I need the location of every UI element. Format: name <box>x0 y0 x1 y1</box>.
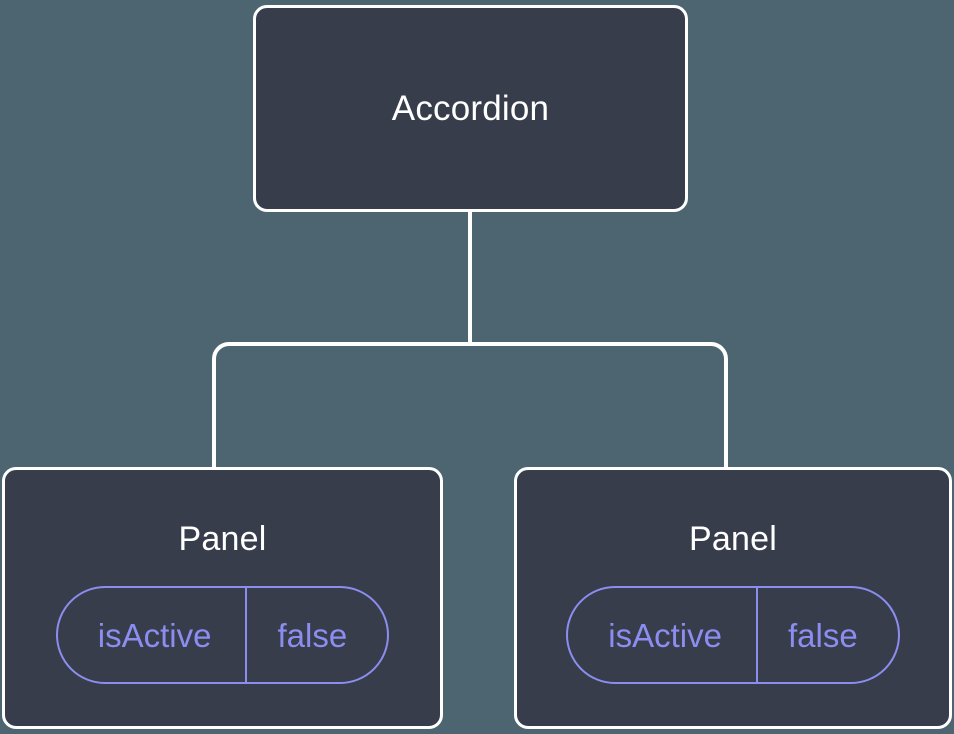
node-accordion-label: Accordion <box>391 89 550 128</box>
state-badge-key: isActive <box>97 616 212 654</box>
node-panel-2[interactable]: Panel isActive false <box>514 467 952 729</box>
node-panel-2-label: Panel <box>689 520 777 558</box>
state-badge-value: false <box>755 588 898 682</box>
node-accordion[interactable]: Accordion <box>253 5 688 212</box>
node-panel-1[interactable]: Panel isActive false <box>2 467 443 729</box>
node-panel-1-label: Panel <box>178 520 267 558</box>
state-badge-panel-1[interactable]: isActive false <box>55 586 390 684</box>
state-badge-key: isActive <box>608 616 722 654</box>
connector-branch-left <box>212 342 470 470</box>
state-badge-panel-2[interactable]: isActive false <box>566 586 900 684</box>
state-badge-value: false <box>245 588 387 682</box>
connector-branch-right <box>470 342 728 470</box>
